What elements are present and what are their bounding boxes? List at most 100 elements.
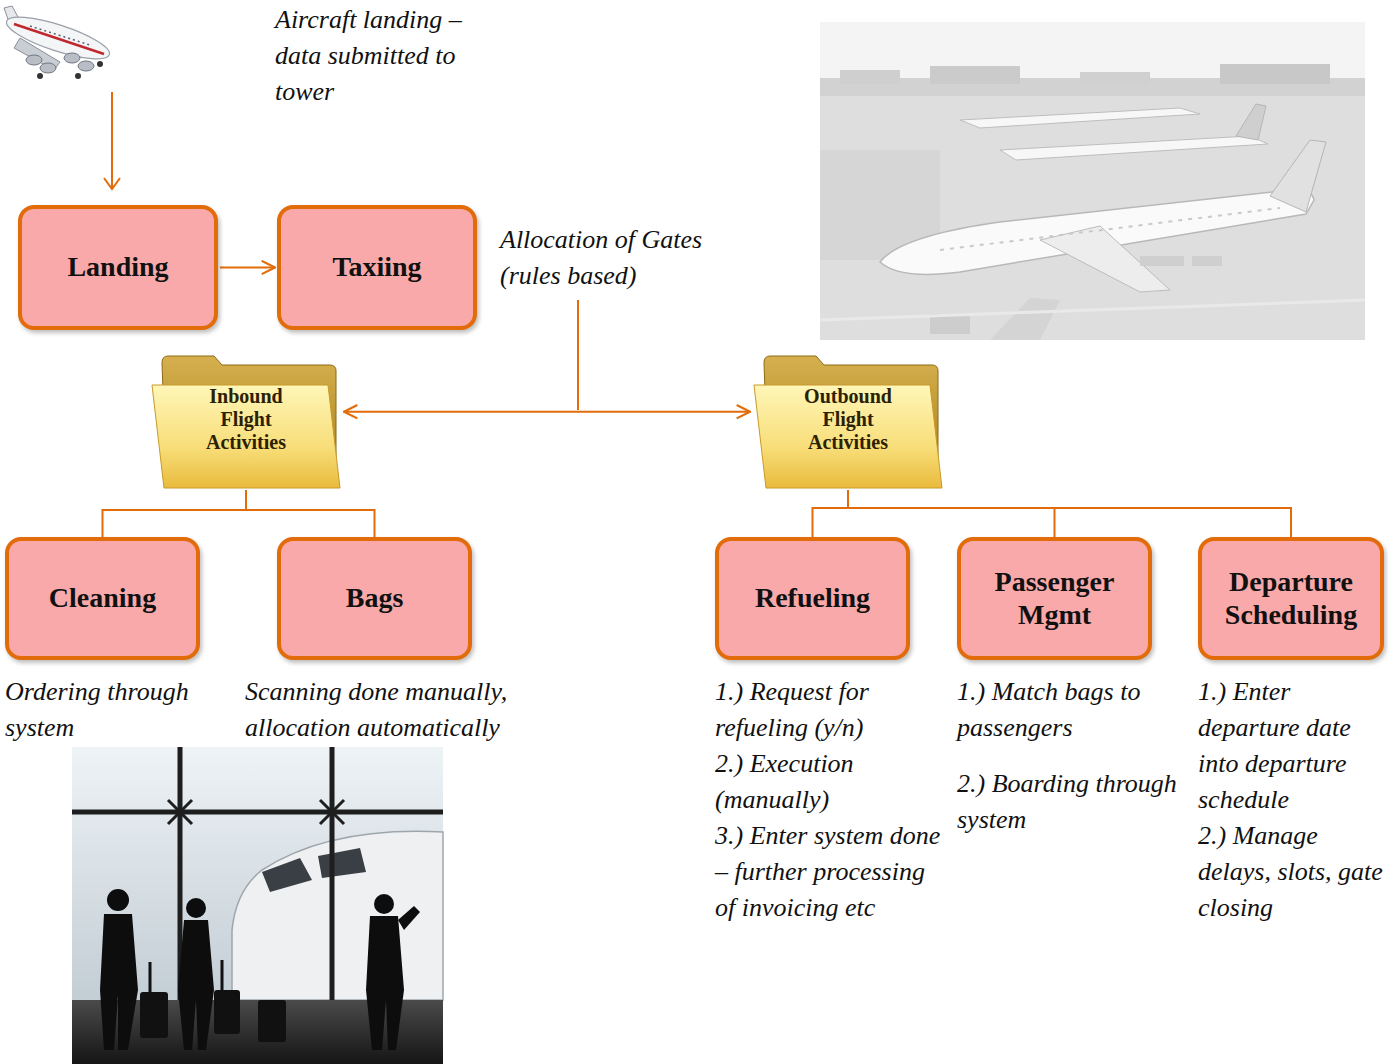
terminal-photo — [221, 960, 224, 990]
box-label: Passenger Mgmt — [971, 566, 1138, 630]
apron-photo — [840, 70, 900, 84]
airplane-illustration — [64, 53, 80, 63]
airplane-illustration — [30, 26, 90, 45]
box-label: Cleaning — [49, 582, 156, 614]
connector-arrow — [344, 411, 750, 413]
airplane-illustration — [78, 61, 94, 71]
connector-arrow — [220, 267, 275, 269]
apron-photo — [1220, 64, 1330, 84]
apron-photo — [820, 96, 1365, 340]
terminal-photo — [366, 916, 404, 1050]
process-box: Passenger Mgmt — [957, 537, 1152, 660]
terminal-photo — [100, 914, 138, 1050]
apron-photo — [820, 300, 1365, 320]
apron-photo — [820, 22, 1365, 340]
annotation-group: Aircraft landing – data submitted to tow… — [275, 2, 510, 110]
annotation-group: Ordering through system — [5, 674, 220, 746]
landing-arrow — [111, 92, 113, 188]
annotation-group: 1.) Match bags to passengers 2.) Boarding… — [957, 674, 1182, 838]
airplane-illustration — [97, 61, 103, 67]
apron-photo — [1080, 72, 1150, 84]
box-label: Taxiing — [332, 251, 421, 283]
terminal-photo — [72, 747, 443, 1064]
terminal-photo — [168, 800, 344, 824]
annotation-text: 1.) Request for refueling (y/n) — [715, 674, 950, 746]
terminal-photo — [178, 920, 214, 1050]
annotation-group: 1.) Request for refueling (y/n)2.) Execu… — [715, 674, 950, 926]
annotation-text: 2.) Execution (manually) — [715, 746, 950, 818]
annotation-group: Scanning done manually, allocation autom… — [245, 674, 595, 746]
terminal-photo — [186, 898, 206, 918]
annotation-text: Scanning done manually, allocation autom… — [245, 674, 595, 746]
terminal-photo — [262, 858, 312, 892]
process-box: Bags — [277, 537, 472, 660]
annotation-group: 1.) Enter departure date into departure … — [1198, 674, 1384, 926]
terminal-photo — [374, 894, 394, 914]
terminal-photo — [107, 889, 129, 911]
apron-photo — [940, 208, 1280, 250]
airplane-illustration — [37, 73, 43, 79]
connector-line — [848, 490, 1055, 537]
apron-photo — [960, 108, 1200, 128]
process-box: Cleaning — [5, 537, 200, 660]
apron-photo — [820, 22, 1365, 340]
airplane-illustration — [40, 63, 56, 73]
terminal-photo — [149, 962, 152, 992]
connector-line — [813, 490, 849, 537]
annotation-group: Allocation of Gates (rules based) — [500, 222, 730, 294]
folder-label: Inbound Flight Activities — [186, 385, 306, 454]
annotation-text: Aircraft landing – data submitted to tow… — [275, 2, 510, 110]
airplane-illustration — [3, 6, 114, 79]
folder-label: Outbound Flight Activities — [788, 385, 908, 454]
connector-line — [246, 490, 375, 537]
apron-photo — [1270, 140, 1326, 212]
airplane-illustration — [14, 24, 104, 54]
terminal-photo — [258, 1000, 286, 1042]
folder-front — [754, 385, 942, 488]
annotation-text: 2.) Boarding through system — [957, 766, 1182, 838]
terminal-photo — [168, 800, 192, 824]
connector-line — [103, 490, 247, 537]
annotation-text: Allocation of Gates (rules based) — [500, 222, 730, 294]
terminal-photo — [72, 747, 443, 1064]
folder-group: Outbound Flight Activities — [752, 355, 944, 490]
process-box: Departure Scheduling — [1198, 537, 1384, 660]
airplane-illustration — [75, 73, 81, 79]
box-label: Bags — [346, 582, 404, 614]
apron-photo — [1140, 256, 1184, 266]
apron-photo — [1236, 104, 1266, 140]
apron-photo — [1000, 136, 1268, 160]
apron-photo — [820, 22, 1365, 84]
apron-photo — [930, 66, 1020, 84]
terminal-photo — [320, 800, 344, 824]
box-label: Landing — [67, 251, 168, 283]
apron-photo — [1192, 256, 1222, 266]
connector-line — [848, 490, 1291, 537]
terminal-photo — [140, 992, 168, 1038]
terminal-photo — [214, 990, 240, 1034]
box-label: Refueling — [755, 582, 870, 614]
terminal-photo — [320, 800, 344, 824]
annotation-text: Ordering through system — [5, 674, 220, 746]
annotation-text: 1.) Match bags to passengers — [957, 674, 1182, 746]
terminal-photo — [318, 848, 366, 878]
terminal-photo — [168, 800, 192, 824]
landing-arrow — [104, 178, 120, 189]
airplane-illustration — [26, 55, 42, 65]
process-box: Refueling — [715, 537, 910, 660]
folder-front — [152, 385, 340, 488]
annotation-text: 1.) Enter departure date into departure … — [1198, 674, 1384, 818]
process-box: Landing — [18, 205, 218, 330]
landing-arrow — [104, 92, 120, 189]
terminal-photo — [330, 747, 335, 1000]
folder-group: Inbound Flight Activities — [150, 355, 342, 490]
box-label: Departure Scheduling — [1212, 566, 1370, 630]
airplane-illustration — [3, 9, 114, 67]
leader-line — [577, 300, 579, 410]
annotation-text: 2.) Manage delays, slots, gate closing — [1198, 818, 1384, 926]
apron-photo — [990, 298, 1060, 340]
annotation-text: 3.) Enter system done – further processi… — [715, 818, 950, 926]
